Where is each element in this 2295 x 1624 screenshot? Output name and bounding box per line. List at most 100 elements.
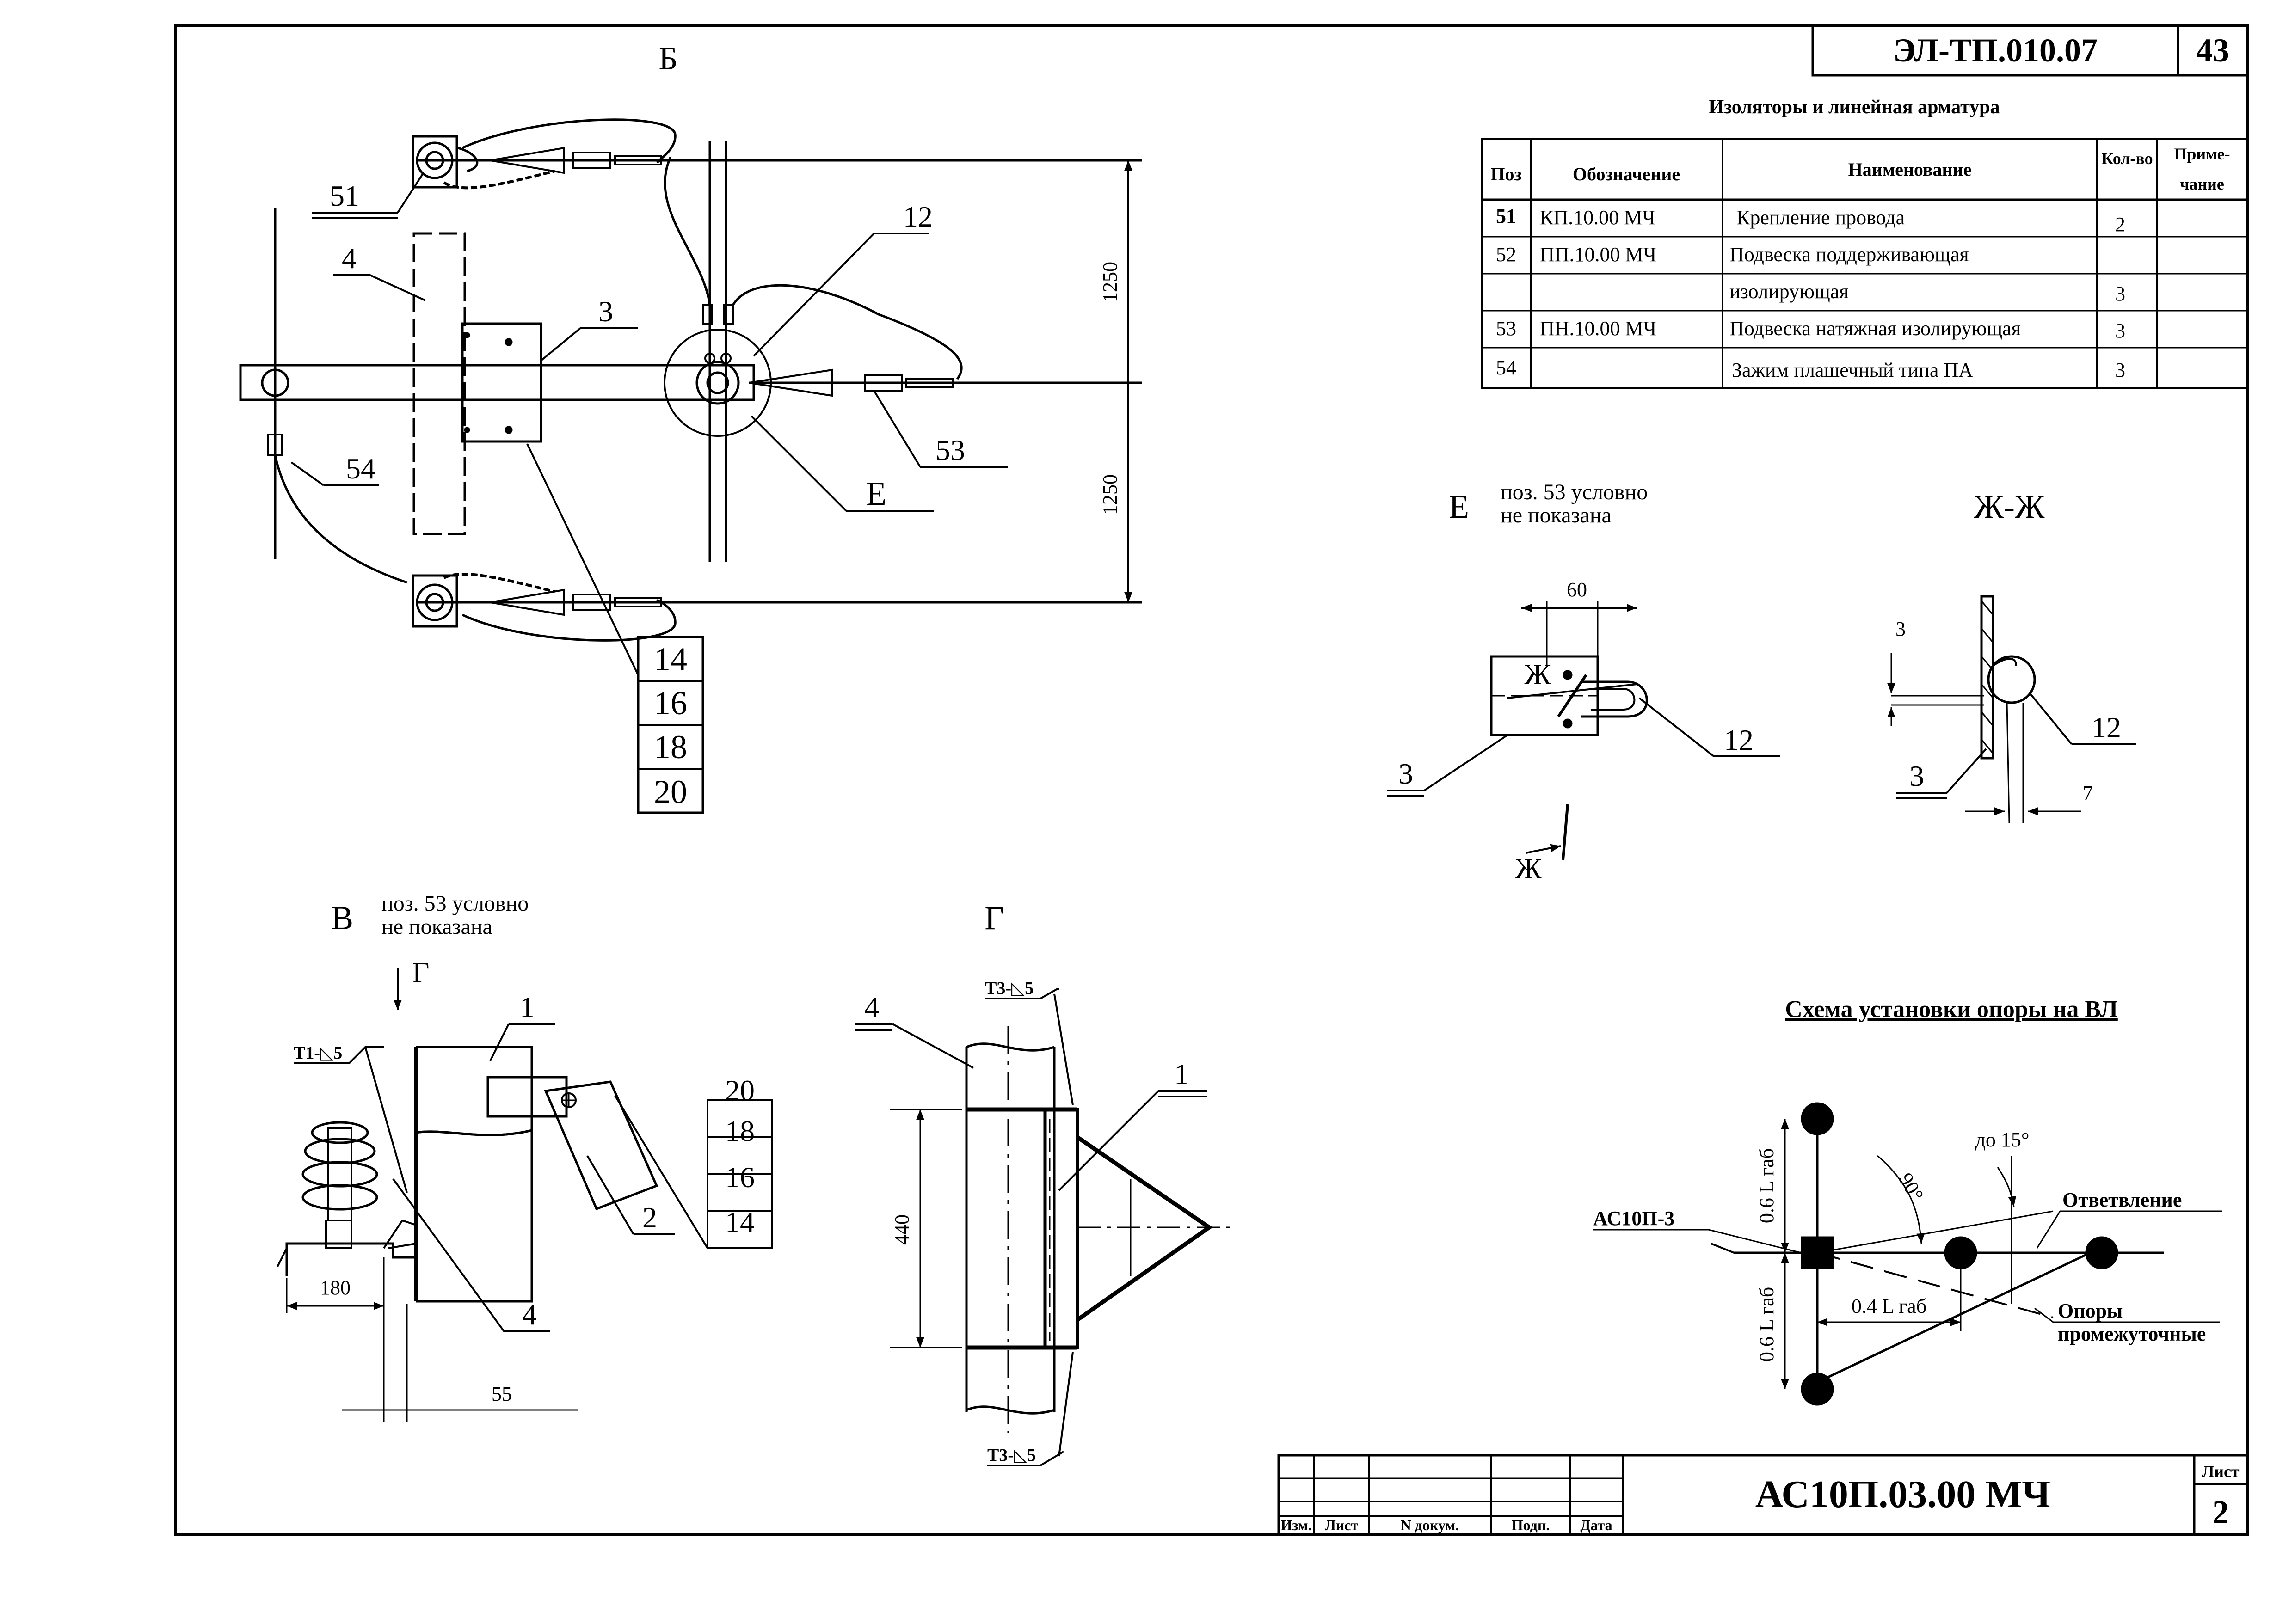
spec-header-code: Обозначение [1573, 164, 1680, 184]
spec-header-pos: Поз [1490, 164, 1521, 184]
view-zh-dim-7: 7 [2083, 782, 2093, 804]
view-e-section-mark-bottom: Ж [1515, 852, 1542, 885]
spec-row-qty: 2 [2115, 213, 2125, 236]
spec-title: Изоляторы и линейная арматура [1709, 97, 2000, 118]
tb-sheet-label: Лист [2202, 1462, 2240, 1481]
tb-header-change: Изм. [1280, 1517, 1311, 1533]
spec-row-pos: 54 [1496, 356, 1516, 379]
view-e-section-mark: Ж [1524, 658, 1551, 691]
view-v-weld: Т1-◺5 [294, 1043, 342, 1063]
spec-header-name: Наименование [1848, 159, 1972, 180]
view-g-callout-4: 4 [864, 991, 879, 1023]
view-v-note-1: поз. 53 условно [381, 891, 529, 916]
scheme-label-supports-1: Опоры [2058, 1299, 2123, 1322]
spec-row-name: Подвеска поддерживающая [1729, 243, 1969, 266]
callout-53: 53 [935, 434, 965, 466]
view-g: Г Т3-◺5 Т3-◺5 4 1 440 [855, 900, 1230, 1466]
view-v-callout-4: 4 [522, 1298, 537, 1331]
spec-row-code: ПП.10.00 МЧ [1540, 243, 1656, 266]
spec-row-pos: 52 [1496, 243, 1516, 266]
view-v: В поз. 53 условно не показана Г Т1-◺5 1 [277, 891, 773, 1422]
title-block: Изм. Лист N докум. Подп. Дата АС10П.03.0… [1277, 1454, 2249, 1536]
view-g-title: Г [984, 900, 1004, 937]
callout-51: 51 [330, 179, 359, 212]
spec-header-note2: чание [2180, 175, 2224, 193]
view-zh-callout-12: 12 [2092, 711, 2121, 744]
spec-row-qty: 3 [2115, 319, 2125, 342]
view-v-arrow-mark: Г [412, 956, 430, 989]
spec-row-name: Крепление провода [1736, 206, 1905, 229]
spec-row-code: ПН.10.00 МЧ [1540, 317, 1656, 340]
scheme-label-supports-2: промежуточные [2058, 1323, 2206, 1345]
view-v-title: В [331, 900, 353, 937]
view-v-callout-20: 20 [725, 1074, 755, 1107]
callout-14: 14 [654, 641, 687, 678]
scheme-dim-bottom: 0.6 L габ [1755, 1287, 1778, 1362]
callout-3: 3 [598, 295, 613, 328]
spec-row-name: Подвеска натяжная изолирующая [1729, 317, 2021, 340]
stamp-page: 43 [2196, 32, 2229, 69]
view-g-weld-bottom: Т3-◺5 [987, 1446, 1036, 1465]
stamp-code: ЭЛ-ТП.010.07 [1893, 32, 2098, 69]
tb-header-sheet: Лист [1325, 1517, 1358, 1533]
view-g-callout-1: 1 [1174, 1058, 1189, 1091]
view-g-weld-top: Т3-◺5 [985, 979, 1034, 998]
scheme-title: Схема установки опоры на ВЛ [1785, 996, 2118, 1023]
callout-E: Е [866, 475, 886, 512]
spec-row-name: Зажим плашечный типа ПА [1732, 359, 1973, 381]
view-v-note-2: не показана [381, 914, 492, 939]
view-v-dim-180: 180 [320, 1276, 351, 1299]
spec-header-note1: Приме- [2174, 145, 2230, 163]
spec-table: Изоляторы и линейная арматура Поз Обозна… [1481, 97, 2248, 389]
view-zh-callout-3: 3 [1909, 760, 1924, 792]
callout-4: 4 [342, 242, 357, 275]
view-v-callout-16: 16 [725, 1161, 755, 1194]
dim-1250-bottom: 1250 [1099, 474, 1121, 515]
scheme-label-left: АС10П-3 [1593, 1207, 1674, 1230]
view-v-dim-55: 55 [492, 1383, 512, 1405]
spec-row-qty: 3 [2115, 359, 2125, 381]
spec-row-pos: 53 [1496, 317, 1516, 340]
view-e-note-1: поз. 53 условно [1501, 480, 1648, 504]
scheme-label-branch: Ответвление [2062, 1189, 2182, 1211]
view-v-callout-14: 14 [725, 1206, 755, 1238]
spec-row-name2: изолирующая [1729, 280, 1849, 303]
spec-row-qty: 3 [2115, 282, 2125, 305]
dim-1250-top: 1250 [1099, 262, 1121, 302]
callout-20: 20 [654, 773, 687, 810]
scheme-angle-90: 90° [1894, 1169, 1928, 1205]
view-e-callout-3: 3 [1398, 757, 1413, 790]
tb-header-date: Дата [1580, 1517, 1612, 1533]
callout-54: 54 [346, 452, 375, 485]
spec-row-pos: 51 [1496, 205, 1516, 227]
callout-16: 16 [654, 685, 687, 722]
view-e-title: Е [1449, 488, 1469, 525]
outer-frame [174, 24, 2249, 1536]
tb-sheet-number: 2 [2212, 1494, 2229, 1531]
scheme-dim-top: 0.6 L габ [1755, 1148, 1778, 1223]
view-b-title: Б [658, 40, 677, 77]
view-zh-dim-3: 3 [1895, 618, 1906, 640]
scheme-dim-horizontal: 0.4 L габ [1852, 1295, 1926, 1318]
view-g-dim-440: 440 [891, 1214, 913, 1245]
view-b: Б [239, 40, 1142, 814]
tb-header-doc: N докум. [1401, 1517, 1459, 1533]
view-zh: Ж-Ж 3 7 12 3 [1887, 488, 2136, 823]
view-v-callout-2: 2 [642, 1201, 657, 1234]
view-zh-title: Ж-Ж [1974, 488, 2045, 525]
callout-12: 12 [903, 200, 933, 233]
view-e-note-2: не показана [1501, 503, 1612, 527]
view-v-callout-1: 1 [520, 991, 535, 1023]
view-v-callout-18: 18 [725, 1115, 755, 1147]
view-e: Е поз. 53 условно не показана 60 Ж 12 3 … [1387, 480, 1780, 885]
top-stamp: ЭЛ-ТП.010.07 43 [1811, 24, 2249, 77]
spec-row-code: КП.10.00 МЧ [1540, 206, 1655, 229]
view-e-callout-12: 12 [1724, 723, 1754, 756]
spec-header-qty: Кол-во [2101, 149, 2153, 168]
callout-18: 18 [654, 729, 687, 766]
tb-header-sign: Подп. [1512, 1517, 1550, 1533]
view-e-dim-60: 60 [1567, 578, 1587, 601]
tb-designation: АС10П.03.00 МЧ [1755, 1473, 2050, 1516]
